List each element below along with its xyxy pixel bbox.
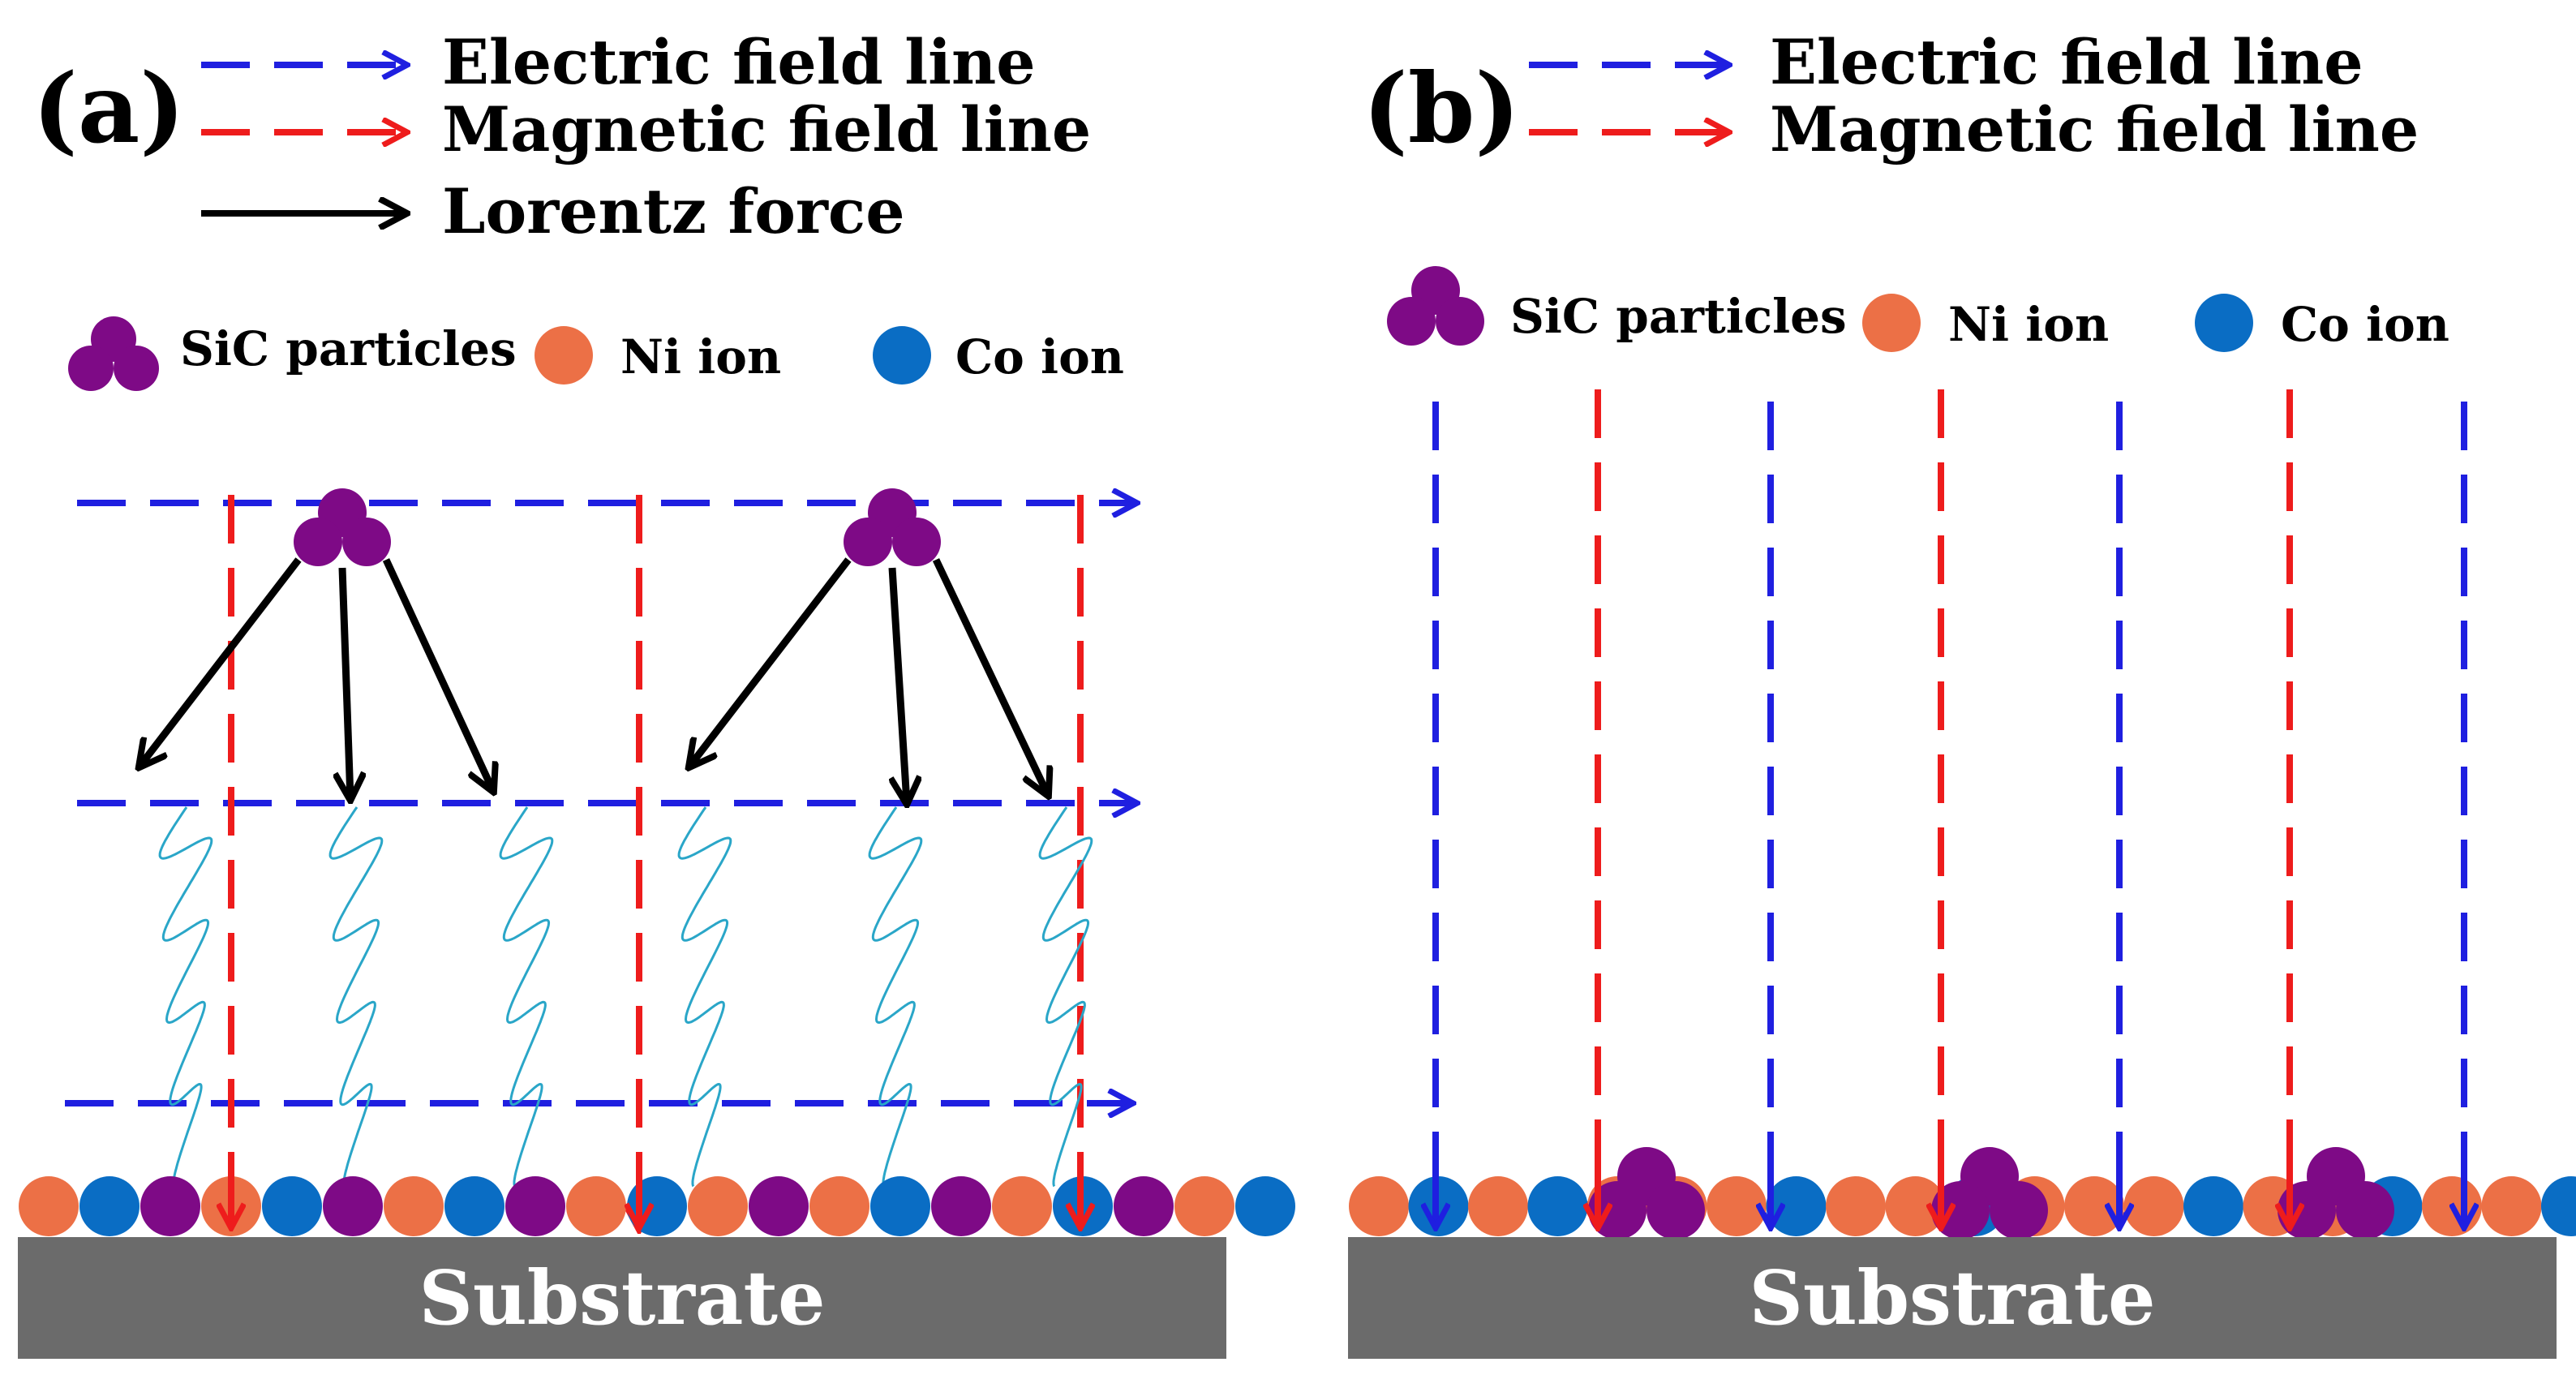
panel-a-electric-field-lines (65, 503, 1136, 1103)
panel-a-label: (a) (32, 52, 185, 165)
lorentz-force-arrows (140, 557, 1048, 803)
panel-b-species-legend: SiC particles Ni ion Co ion (1387, 266, 2449, 352)
panel-a-legend: Electric field line Magnetic field line … (201, 26, 1091, 247)
ni-particle (1174, 1176, 1234, 1236)
spiral-trajectory (328, 806, 384, 1188)
ni-particle (2422, 1176, 2482, 1236)
legend-lorentz-label: Lorentz force (442, 175, 905, 247)
co-particle (2541, 1176, 2576, 1236)
substrate-label: Substrate (419, 1254, 825, 1342)
panel-a-deposit-row (19, 1176, 1295, 1236)
panel-b-label: (b) (1363, 52, 1520, 165)
co-particle (1766, 1176, 1827, 1236)
panel-b-deposit-row (1349, 1147, 2576, 1240)
lorentz-force-arrow (140, 557, 302, 767)
ni-particle (2064, 1176, 2124, 1236)
panel-a-species-legend: SiC particles Ni ion Co ion (68, 316, 1124, 391)
spiral-trajectory (868, 806, 923, 1188)
panel-b: (b) Electric field line Magnetic field l… (1348, 26, 2576, 1359)
ni-label: Ni ion (620, 329, 781, 385)
ni-particle (1826, 1176, 1886, 1236)
panel-a-arrow-tips (231, 1168, 1080, 1227)
lorentz-force-arrow (888, 567, 907, 803)
co-ion-icon (2195, 294, 2253, 352)
ni-particle (992, 1176, 1052, 1236)
ni-ion-icon (535, 326, 593, 385)
co-particle (444, 1176, 504, 1236)
ni-ion-icon (1862, 294, 1921, 352)
legend-electric-label: Electric field line (1770, 26, 2363, 98)
lorentz-force-arrow (932, 558, 1048, 795)
spiral-trajectory (158, 806, 213, 1188)
lorentz-force-arrow (689, 557, 852, 767)
ni-label: Ni ion (1948, 297, 2109, 352)
co-particle (2183, 1176, 2243, 1236)
co-particle (79, 1176, 140, 1236)
co-particle (262, 1176, 322, 1236)
lorentz-force-arrow (382, 558, 493, 791)
legend-magnetic-label: Magnetic field line (1770, 93, 2419, 165)
ni-particle (19, 1176, 79, 1236)
panel-a-magnetic-field-lines (231, 495, 1080, 1229)
sic-particle (294, 488, 391, 566)
sic-label: SiC particles (180, 321, 517, 376)
sic-particle-icon (1387, 266, 1484, 346)
spiral-trajectory (1038, 806, 1093, 1188)
substrate-block (18, 1237, 1226, 1359)
ni-particle (2481, 1176, 2542, 1236)
panel-a: (a) Electric field line Magnetic field l… (18, 26, 1295, 1359)
sic-label: SiC particles (1510, 289, 1847, 344)
ni-particle (1349, 1176, 1409, 1236)
ni-particle (688, 1176, 748, 1236)
spiral-trajectory (499, 806, 554, 1188)
co-label: Co ion (955, 329, 1124, 385)
spiral-trajectory (677, 806, 732, 1188)
substrate-block (1348, 1237, 2557, 1359)
ni-particle (809, 1176, 869, 1236)
sic-particle (749, 1176, 809, 1236)
sic-particle (140, 1176, 200, 1236)
panel-b-field-lines (1436, 389, 2464, 1225)
ni-particle (1707, 1176, 1767, 1236)
substrate-label: Substrate (1749, 1254, 2155, 1342)
lorentz-force-arrow (342, 567, 350, 799)
spiral-trajectories (158, 806, 1093, 1188)
ni-particle (384, 1176, 444, 1236)
ni-particle (566, 1176, 626, 1236)
legend-magnetic-label: Magnetic field line (442, 93, 1091, 165)
sic-particle-icon (68, 316, 159, 391)
sic-particle (931, 1176, 991, 1236)
sic-particle (844, 488, 941, 566)
co-particle (1527, 1176, 1588, 1236)
panel-b-legend: Electric field line Magnetic field line (1529, 26, 2419, 165)
sic-particle (1114, 1176, 1174, 1236)
legend-electric-label: Electric field line (442, 26, 1036, 98)
co-particle (870, 1176, 930, 1236)
co-ion-icon (873, 326, 931, 385)
panel-b-arrow-tips (1436, 1168, 2464, 1227)
sic-particle (505, 1176, 565, 1236)
co-particle (1235, 1176, 1295, 1236)
co-label: Co ion (2281, 297, 2449, 352)
ni-particle (2123, 1176, 2184, 1236)
ni-particle (1468, 1176, 1528, 1236)
sic-particle (1588, 1147, 1705, 1240)
sic-particle (323, 1176, 383, 1236)
